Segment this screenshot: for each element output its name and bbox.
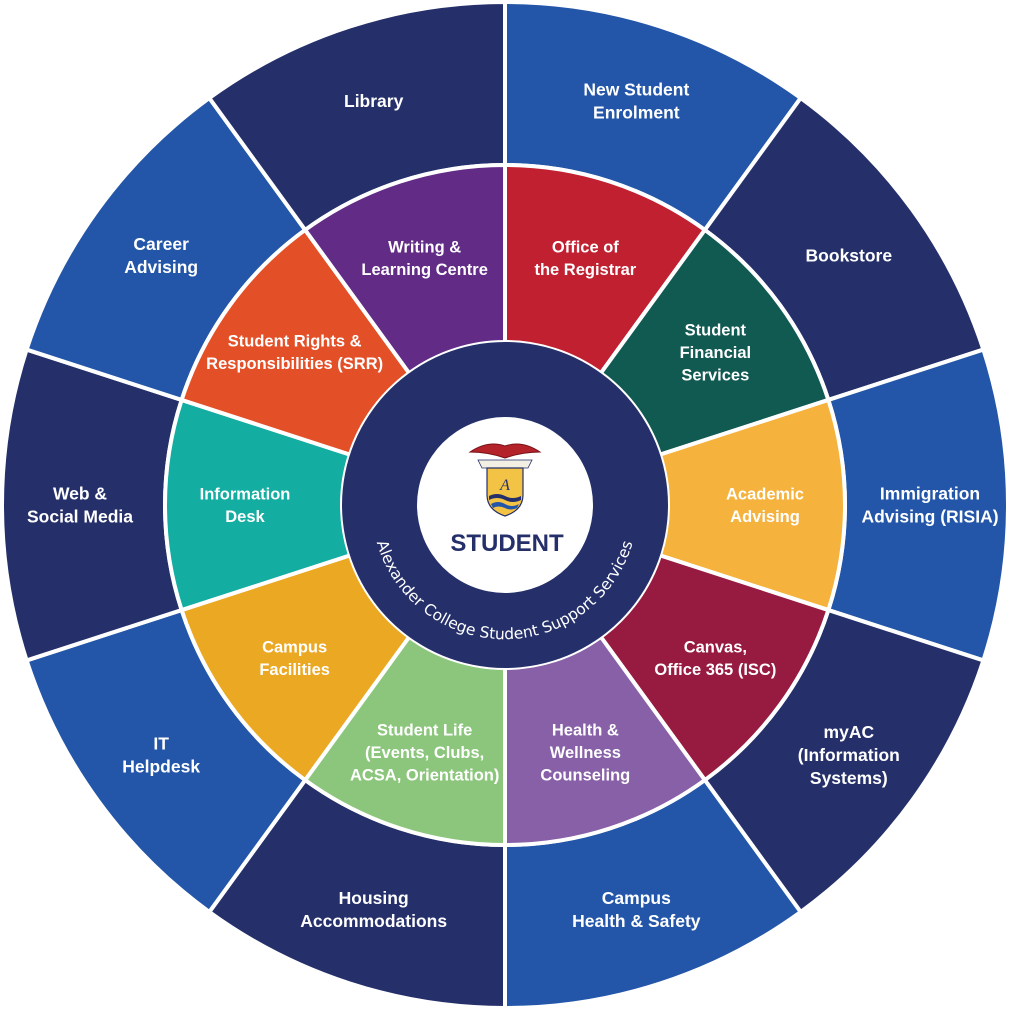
segment-label-line: Advising [124, 257, 198, 277]
segment-label-line: Accommodations [300, 911, 447, 931]
segment-label-line: Campus [602, 888, 671, 908]
segment-label-line: Office of [552, 238, 619, 256]
segment-label: Student Life (Events, Clubs, ACSA, Orienta… [350, 722, 499, 785]
center-hub: A STUDENT Alexander College Student Supp… [342, 342, 668, 668]
segment-label-line: Desk [225, 508, 265, 526]
segment-label-line: myAC [824, 722, 875, 742]
segment-label-line: Housing [339, 888, 409, 908]
segment-label-line: Immigration [880, 484, 980, 504]
segment-label-line: Advising (RISIA) [861, 507, 998, 527]
segment-label: Library [344, 91, 404, 111]
segment-label-line: Academic [726, 486, 804, 504]
segment-label-line: Web & [53, 484, 107, 504]
segment-label-line: Systems) [810, 768, 888, 788]
segment-label: Bookstore [806, 245, 893, 265]
segment-label-line: Social Media [27, 507, 133, 527]
segment-label-line: Information [200, 486, 291, 504]
segment-label-line: Facilities [259, 661, 330, 679]
segment-label-line: Campus [262, 638, 327, 656]
segment-label-line: Writing & [388, 238, 461, 256]
segment-label-line: (Events, Clubs, [365, 744, 484, 762]
segment-label-line: Counseling [540, 767, 630, 785]
segment-label-line: the Registrar [534, 261, 636, 279]
segment-label: IT Helpdesk [122, 733, 200, 776]
logo-monogram: A [499, 477, 510, 494]
college-crest-logo: A [468, 443, 542, 517]
outer-ring-segment-web-social-media: Web & Social Media [0, 347, 184, 663]
segment-shape [826, 347, 1010, 663]
inner-ring-segment-writing-learning-centre: Writing & Learning Centre [303, 163, 507, 376]
segment-label-line: Bookstore [806, 245, 893, 265]
segment-shape [303, 163, 507, 376]
segment-label-line: Financial [680, 344, 752, 362]
segment-label-line: Services [681, 366, 749, 384]
segment-label-line: Canvas, [684, 638, 747, 656]
segment-label-line: Health & [552, 722, 619, 740]
segment-label-line: Advising [730, 508, 800, 526]
segment-label: Web & Social Media [27, 484, 133, 527]
segment-label-line: ACSA, Orientation) [350, 767, 499, 785]
segment-label-line: Student Life [377, 722, 472, 740]
segment-label-line: New Student [583, 79, 689, 99]
segment-label-line: Student [685, 321, 747, 339]
segment-label: Student Rights & Responsibilities (SRR) [206, 333, 383, 374]
segment-label-line: Library [344, 91, 404, 111]
segment-label-line: Wellness [550, 744, 621, 762]
segment-label-line: (Information [798, 745, 900, 765]
segment-label-line: Career [133, 234, 189, 254]
segment-label: Canvas, Office 365 (ISC) [654, 638, 776, 679]
segment-label-line: IT [153, 733, 169, 753]
segment-label-line: Health & Safety [572, 911, 701, 931]
inner-ring-segment-canvas-office-365-isc: Canvas, Office 365 (ISC) [598, 553, 831, 783]
segment-label: Office of the Registrar [534, 238, 636, 279]
segment-label-line: Enrolment [593, 102, 680, 122]
segment-label: Writing & Learning Centre [361, 238, 488, 279]
segment-label-line: Office 365 (ISC) [654, 661, 776, 679]
segment-label-line: Student Rights & [228, 333, 362, 351]
segment-label-line: Responsibilities (SRR) [206, 355, 383, 373]
segment-label-line: Learning Centre [361, 261, 488, 279]
center-title: STUDENT [450, 530, 564, 557]
segment-shape [0, 347, 184, 663]
segment-label-line: Helpdesk [122, 756, 200, 776]
